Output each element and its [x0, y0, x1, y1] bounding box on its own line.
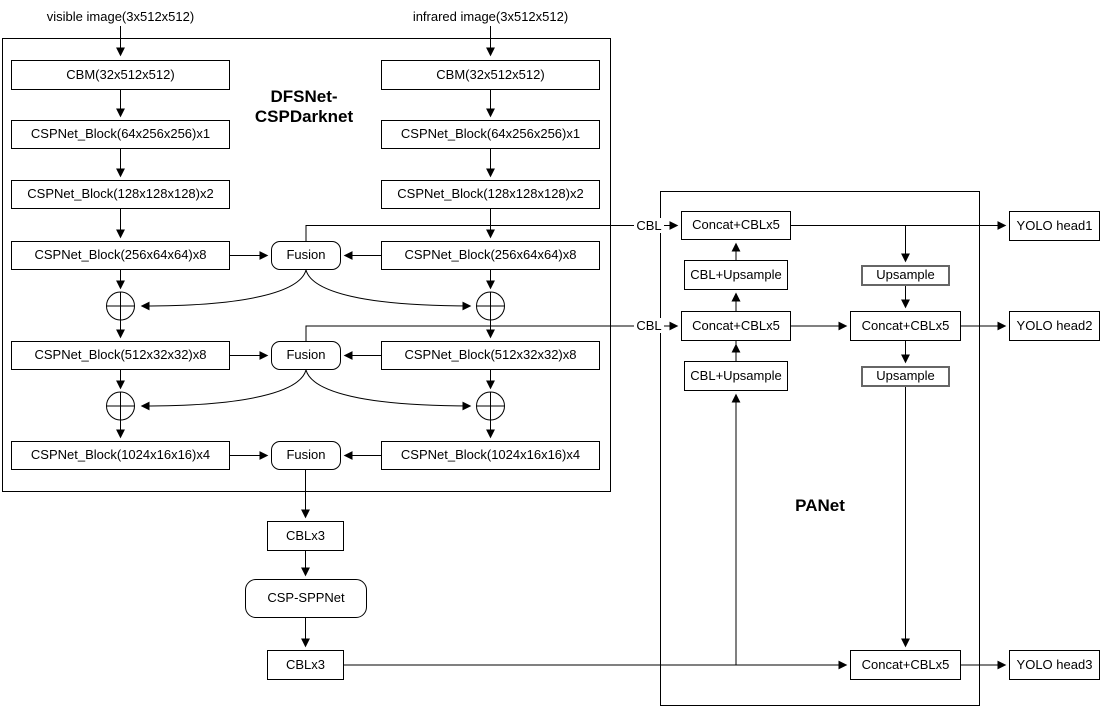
- backbone-container: [2, 38, 611, 492]
- backbone-title: DFSNet- CSPDarknet: [238, 87, 370, 127]
- infrared-cspnet-block-5: CSPNet_Block(1024x16x16)x4: [381, 441, 600, 470]
- csp-sppnet-block: CSP-SPPNet: [245, 579, 367, 618]
- yolo-head2-block: YOLO head2: [1009, 311, 1100, 341]
- fusion-block-1: Fusion: [271, 241, 341, 270]
- connector-lines: [116, 26, 1007, 670]
- cblx3-bottom-block: CBLx3: [267, 650, 344, 680]
- visible-cspnet-block-1: CSPNet_Block(64x256x256)x1: [11, 120, 230, 149]
- infrared-cspnet-block-3: CSPNet_Block(256x64x64)x8: [381, 241, 600, 270]
- yolo-head3-block: YOLO head3: [1009, 650, 1100, 680]
- backbone-title-line1: DFSNet-: [270, 87, 338, 106]
- add-icon: [476, 291, 505, 321]
- panet-container: [660, 191, 980, 706]
- backbone-title-line2: CSPDarknet: [254, 107, 354, 127]
- upsample-block-2: Upsample: [861, 366, 950, 387]
- cbl-edge-label-1: CBL: [634, 218, 664, 233]
- infrared-cspnet-block-1: CSPNet_Block(64x256x256)x1: [381, 120, 600, 149]
- infrared-input-label: infrared image(3x512x512): [412, 9, 569, 24]
- concat-cblx5-block-3: Concat+CBLx5: [850, 311, 961, 341]
- infrared-cspnet-block-2: CSPNet_Block(128x128x128)x2: [381, 180, 600, 209]
- visible-input-label: visible image(3x512x512): [46, 9, 195, 24]
- infrared-cbm-block: CBM(32x512x512): [381, 60, 600, 90]
- concat-cblx5-block-2: Concat+CBLx5: [681, 311, 791, 341]
- cblx3-top-block: CBLx3: [267, 521, 344, 551]
- concat-cblx5-block-1: Concat+CBLx5: [681, 211, 791, 240]
- infrared-cspnet-block-4: CSPNet_Block(512x32x32)x8: [381, 341, 600, 370]
- add-icon: [106, 291, 135, 321]
- fusion-block-2: Fusion: [271, 341, 341, 370]
- panet-title: PANet: [795, 496, 845, 515]
- visible-cspnet-block-2: CSPNet_Block(128x128x128)x2: [11, 180, 230, 209]
- add-icon: [106, 391, 135, 421]
- visible-cbm-block: CBM(32x512x512): [11, 60, 230, 90]
- add-symbols: [106, 291, 505, 421]
- cbl-upsample-block-1: CBL+Upsample: [684, 260, 788, 290]
- add-icon: [476, 391, 505, 421]
- yolo-head1-block: YOLO head1: [1009, 211, 1100, 241]
- fusion-block-3: Fusion: [271, 441, 341, 470]
- cbl-edge-label-2: CBL: [634, 318, 664, 333]
- visible-cspnet-block-3: CSPNet_Block(256x64x64)x8: [11, 241, 230, 270]
- upsample-block-1: Upsample: [861, 265, 950, 286]
- cbl-upsample-block-2: CBL+Upsample: [684, 361, 788, 391]
- concat-cblx5-block-4: Concat+CBLx5: [850, 650, 961, 680]
- visible-cspnet-block-5: CSPNet_Block(1024x16x16)x4: [11, 441, 230, 470]
- visible-cspnet-block-4: CSPNet_Block(512x32x32)x8: [11, 341, 230, 370]
